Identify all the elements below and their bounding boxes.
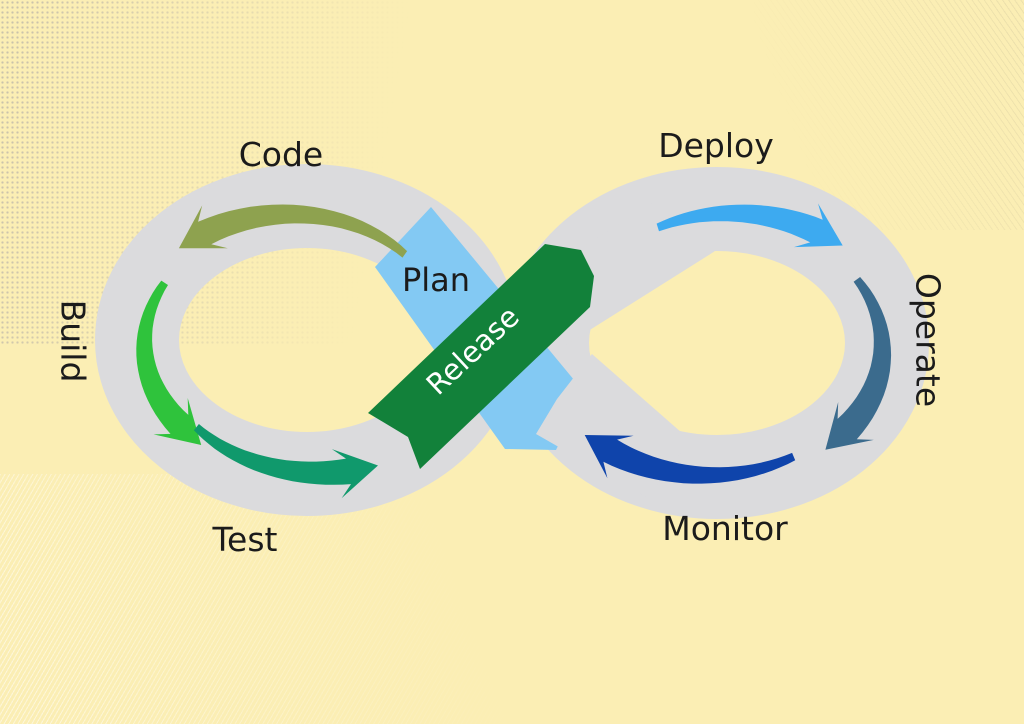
monitor-label: Monitor — [662, 509, 788, 548]
deploy-arrow — [656, 203, 843, 248]
monitor-arrow — [584, 435, 796, 484]
code-label: Code — [239, 135, 323, 174]
plan-label: Plan — [402, 261, 470, 299]
operate-label: Operate — [909, 273, 948, 407]
release-band — [368, 244, 594, 469]
build-arrow — [136, 280, 202, 445]
deploy-label: Deploy — [658, 126, 774, 165]
code-arrow — [178, 204, 408, 258]
build-label: Build — [54, 300, 93, 383]
test-arrow — [193, 424, 378, 499]
test-label: Test — [212, 520, 278, 559]
operate-arrow — [825, 277, 892, 450]
